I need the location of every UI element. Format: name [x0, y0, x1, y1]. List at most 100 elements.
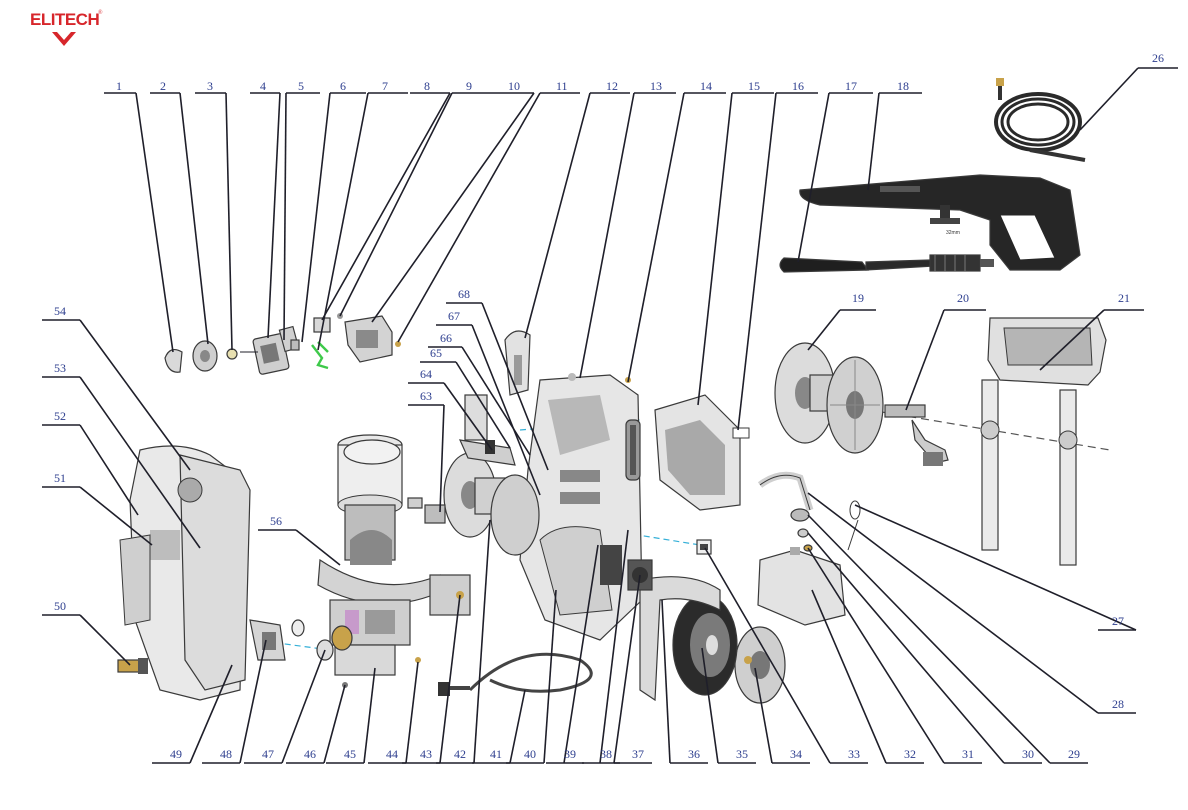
- callout-label-27: 27: [1112, 614, 1124, 628]
- callout-label-33: 33: [848, 747, 860, 761]
- part-side-grips: [625, 419, 641, 481]
- callout-label-5: 5: [298, 79, 304, 93]
- callout-label-17: 17: [845, 79, 857, 93]
- callout-label-34: 34: [790, 747, 802, 761]
- part-nut: [226, 348, 238, 360]
- callout-leader-31: [807, 547, 945, 764]
- callout-label-68: 68: [458, 287, 470, 301]
- part-detergent-tank: [757, 547, 846, 626]
- callout-leader-9: [339, 92, 453, 317]
- part-switch-housing: [344, 315, 401, 363]
- callout-label-6: 6: [340, 79, 346, 93]
- callout-leader-42: [473, 519, 491, 764]
- callout-leader-19: [807, 309, 841, 351]
- callout-leader-8: [321, 92, 451, 321]
- svg-text:32mm: 32mm: [946, 230, 960, 236]
- callout-leader-1: [135, 92, 174, 353]
- callout-label-19: 19: [852, 291, 864, 305]
- callout-label-11: 11: [556, 79, 568, 93]
- part-filter-ring: [847, 500, 861, 551]
- callout-label-51: 51: [54, 471, 66, 485]
- callout-leader-44: [405, 661, 419, 764]
- callout-label-13: 13: [650, 79, 662, 93]
- callout-label-26: 26: [1152, 51, 1164, 65]
- callout-label-16: 16: [792, 79, 804, 93]
- callout-leader-15: [697, 92, 733, 406]
- callout-label-47: 47: [262, 747, 274, 761]
- part-dial: [192, 340, 218, 372]
- callout-label-12: 12: [606, 79, 618, 93]
- callout-label-3: 3: [207, 79, 213, 93]
- callout-label-35: 35: [736, 747, 748, 761]
- callout-leader-43: [439, 594, 461, 764]
- part-hose-coil: [994, 78, 1086, 162]
- callout-label-41: 41: [490, 747, 502, 761]
- part-detergent-tube: [757, 471, 814, 512]
- callout-label-32: 32: [904, 747, 916, 761]
- callout-label-63: 63: [420, 389, 432, 403]
- callout-leader-2: [179, 92, 209, 345]
- part-frame-handle: [980, 317, 1107, 566]
- parts-illustration: 32mm: [117, 78, 1111, 704]
- part-inner-reel: [443, 452, 540, 556]
- callout-label-14: 14: [700, 79, 712, 93]
- callout-label-1: 1: [116, 79, 122, 93]
- callout-leader-12: [524, 92, 591, 339]
- callout-leader-3: [225, 92, 233, 351]
- callout-label-29: 29: [1068, 747, 1080, 761]
- callout-leader-41: [509, 689, 526, 764]
- callout-leader-28: [807, 492, 1099, 714]
- part-switch-block: [313, 313, 343, 333]
- callout-leader-36: [661, 599, 671, 764]
- callout-leader-34: [754, 667, 773, 764]
- part-reel-crank: [884, 404, 949, 466]
- part-main-housing: [519, 373, 643, 641]
- part-bracket-assembly: [459, 394, 516, 466]
- callout-label-42: 42: [454, 747, 466, 761]
- callout-label-48: 48: [220, 747, 232, 761]
- elitech-logo: ELITECH ®: [30, 10, 103, 46]
- callout-label-31: 31: [962, 747, 974, 761]
- callout-label-40: 40: [524, 747, 536, 761]
- callout-label-50: 50: [54, 599, 66, 613]
- part-handle-cover: [504, 330, 531, 396]
- callout-leader-64: [443, 382, 493, 451]
- callout-leader-14: [627, 92, 685, 383]
- callout-leader-49: [189, 664, 233, 764]
- callout-leaders: [42, 67, 1178, 764]
- callout-leader-35: [701, 647, 719, 764]
- part-spray-lance: [779, 254, 994, 273]
- callout-leader-29: [807, 514, 1051, 764]
- callout-label-64: 64: [420, 367, 432, 381]
- part-switch-plate: [240, 333, 290, 375]
- callout-label-18: 18: [897, 79, 909, 93]
- part-pump-base: [317, 558, 471, 616]
- part-label-tag: [696, 539, 712, 555]
- callout-leader-51: [79, 486, 153, 546]
- callout-label-45: 45: [344, 747, 356, 761]
- part-motor-cover: [343, 439, 401, 465]
- callout-leader-63: [439, 404, 445, 513]
- callout-leader-20: [905, 309, 945, 411]
- callout-leader-37: [613, 574, 641, 764]
- callout-label-2: 2: [160, 79, 166, 93]
- part-front-housing: [119, 445, 251, 701]
- callout-leader-54: [79, 319, 191, 471]
- callout-leader-39: [563, 544, 599, 764]
- callout-label-10: 10: [508, 79, 520, 93]
- callout-leader-18: [867, 92, 880, 191]
- callout-leader-52: [79, 424, 139, 516]
- callout-leader-13: [579, 92, 635, 379]
- callout-leader-17: [797, 92, 830, 263]
- callout-leader-4: [267, 92, 281, 339]
- part-tank-cap: [790, 508, 813, 552]
- callout-label-39: 39: [564, 747, 576, 761]
- callout-label-56: 56: [270, 514, 282, 528]
- callout-leader-10: [371, 92, 535, 323]
- callout-label-30: 30: [1022, 747, 1034, 761]
- callout-label-36: 36: [688, 747, 700, 761]
- callout-leader-16: [737, 92, 777, 431]
- callout-leader-5: [283, 92, 287, 341]
- callout-label-44: 44: [386, 747, 398, 761]
